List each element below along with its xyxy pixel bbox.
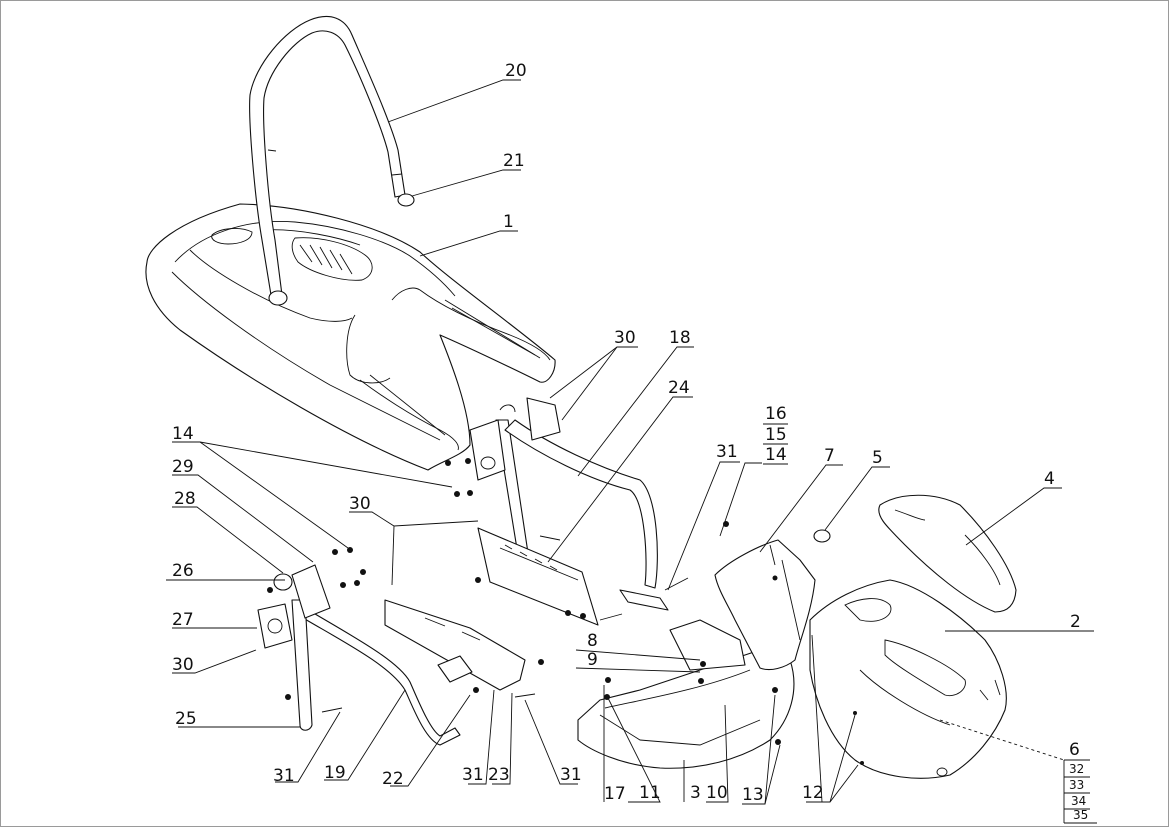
part-26-bushing: [273, 573, 293, 591]
callout-31-bottom-left: 31: [273, 766, 295, 786]
part-3-floor-pan: [577, 619, 795, 769]
callout-4: 4: [1044, 469, 1055, 489]
callout-14-left: 14: [172, 424, 194, 444]
callout-9: 9: [587, 650, 598, 670]
part-7-front-cowl: [714, 539, 816, 671]
callout-17: 17: [604, 784, 626, 804]
callout-27: 27: [172, 610, 194, 630]
callout-24: 24: [668, 378, 690, 398]
callout-29: 29: [172, 457, 194, 477]
part-18-rear-frame: [495, 404, 669, 611]
callout-2: 2: [1070, 612, 1081, 632]
part-1-body-shell: [145, 203, 556, 471]
callout-31-top: 31: [716, 442, 738, 462]
part-30-bracket-top: [469, 397, 561, 481]
callout-22: 22: [382, 769, 404, 789]
callout-11: 11: [639, 783, 661, 803]
callout-16: 16: [765, 404, 787, 424]
callout-25: 25: [175, 709, 197, 729]
callout-1: 1: [503, 212, 514, 232]
callout-19: 19: [324, 763, 346, 783]
part-5-knob: [813, 529, 831, 543]
callout-30-middle: 30: [349, 494, 371, 514]
part-21-end-cap: [397, 193, 415, 207]
part-2-front-hood: [809, 579, 1007, 779]
sub-item-35: 35: [1073, 808, 1088, 822]
leader-lines: [166, 79, 1094, 805]
callout-labels: 20 21 1 30 18 24 16 15 14 31 7 5 4 2 14 …: [172, 61, 1081, 805]
callout-30-left: 30: [172, 655, 194, 675]
sub-item-34: 34: [1071, 794, 1086, 808]
callout-7: 7: [824, 446, 835, 466]
callout-6: 6: [1069, 740, 1080, 760]
sub-item-33: 33: [1069, 778, 1084, 792]
part-27-mount-plate: [257, 603, 293, 649]
sub-item-32: 32: [1069, 762, 1084, 776]
part-22-lower-bracket: [384, 599, 526, 691]
callout-12: 12: [802, 783, 824, 803]
callout-31-bottom-right: 31: [560, 765, 582, 785]
callout-20: 20: [505, 61, 527, 81]
callout-underlines: [763, 423, 1097, 824]
callout-6-sub-list: 32 33 34 35: [1069, 762, 1088, 822]
callout-30-top: 30: [614, 328, 636, 348]
callout-15: 15: [765, 425, 787, 445]
callout-28: 28: [174, 489, 196, 509]
callout-5: 5: [872, 448, 883, 468]
part-28-bracket: [291, 564, 331, 619]
part-4-seat: [878, 494, 1017, 613]
part-24-slotted-plate: [477, 527, 599, 626]
part-19-left-frame-tube: [297, 607, 461, 746]
callout-23: 23: [488, 765, 510, 785]
callout-3: 3: [690, 783, 701, 803]
callout-8: 8: [587, 631, 598, 651]
callout-14-right: 14: [765, 445, 787, 465]
part-25-upright-tube: [291, 599, 313, 731]
callout-21: 21: [503, 151, 525, 171]
callout-13: 13: [742, 785, 764, 805]
callout-10: 10: [706, 783, 728, 803]
hardware-fasteners: [267, 458, 864, 765]
part-20-roll-bar: [249, 16, 406, 306]
callout-31-bottom-middle: 31: [462, 765, 484, 785]
callout-26: 26: [172, 561, 194, 581]
callout-18: 18: [669, 328, 691, 348]
